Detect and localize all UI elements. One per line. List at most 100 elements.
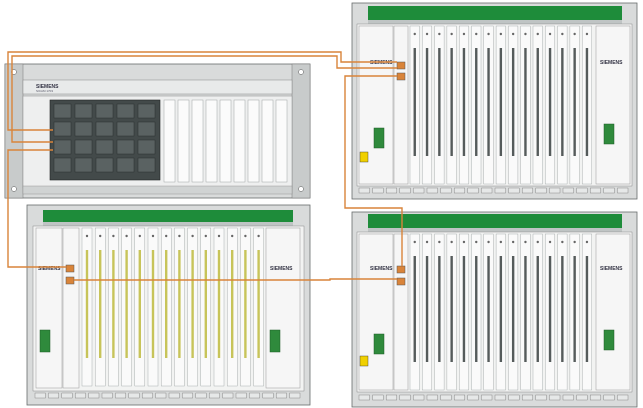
empty-slot [163,99,176,183]
rack-foot [576,187,588,194]
bl-brand-right: SIEMENS [270,266,293,272]
rack-foot [508,394,520,401]
empty-slot [191,99,204,183]
rack-foot [522,187,534,194]
rack-foot [440,394,452,401]
rack-foot [467,394,479,401]
io-card-led [191,234,194,238]
br-port-2 [396,277,406,286]
io-card-connector [536,256,539,362]
io-card-connector [511,256,515,362]
cpu-cell [137,139,156,155]
io-card-connector [99,250,102,358]
rack-foot [128,392,140,399]
io-card-connector [450,48,453,156]
top-left-bottom-rail [22,185,293,195]
io-card-connector [573,48,576,156]
io-card-connector [178,250,181,358]
rack-foot [426,394,438,401]
io-card-connector [475,48,478,156]
rack-foot [372,394,384,401]
cable-4 [344,75,403,266]
io-card-led [450,240,453,244]
cpu-cell [74,103,93,119]
io-card-led [231,234,234,238]
cpu-cell [53,121,72,137]
io-card-led [487,32,490,36]
bottom-left-backplane [43,210,293,222]
rack-foot [590,187,602,194]
io-card-led [125,234,128,238]
port-2 [65,276,75,285]
io-card-connector [413,48,416,156]
io-card-led [548,32,552,36]
io-card-connector [125,250,128,358]
io-card-connector [425,256,429,362]
io-card-led [85,234,89,238]
cables [7,51,403,281]
io-card-led [499,240,503,244]
io-card-led [425,240,429,244]
cpu-cell [53,103,72,119]
power-module-right [265,227,301,389]
br-terminal-block-right [603,329,615,351]
top-right-backplane [368,6,622,20]
io-card-connector [548,48,552,156]
br-power-module-left [358,233,394,391]
rack-foot [115,392,127,399]
rack-foot [576,394,588,401]
io-card-connector [585,48,589,156]
io-card-connector [165,250,168,358]
io-card-connector [231,250,234,358]
br-brand-left: SIEMENS [370,266,393,272]
cpu-cell [74,139,93,155]
rack-foot [535,187,547,194]
tr-terminal-block [373,127,385,149]
rack-foot [494,394,506,401]
io-card-connector [499,48,503,156]
io-card-led [257,234,260,238]
io-card-led [99,234,102,238]
rack-foot [222,392,234,399]
empty-slot [275,99,288,183]
io-card-connector [487,48,490,156]
rack-foot [399,394,411,401]
rack-foot [289,392,301,399]
cpu-cell [116,121,135,137]
io-card-led [511,240,515,244]
cpu-cell [95,103,114,119]
io-card-connector [151,250,155,358]
rack-foot [562,394,574,401]
rack-foot [208,392,220,399]
rack-foot [617,187,629,194]
rack-foot [386,187,398,194]
io-card-connector [475,256,478,362]
br-brand-right: SIEMENS [600,266,623,272]
cpu-cell [137,157,156,173]
rack-foot [440,187,452,194]
power-module-left [35,227,63,389]
top-right-rack: SIEMENS SIEMENS [351,2,638,200]
tr-brand-right: SIEMENS [600,60,623,66]
tr-power-module-right [595,25,631,185]
top-left-rack: SIEMENS SICAM 1703 [4,63,311,199]
io-card-led [585,32,589,36]
empty-slot [233,99,246,183]
rack-feet [358,394,629,401]
rack-foot [74,392,86,399]
io-card-connector [462,256,466,362]
io-card-led [524,32,527,36]
io-card-led [438,240,441,244]
io-card-connector [524,256,527,362]
rack-foot [590,394,602,401]
cpu-cell [116,103,135,119]
io-cards [81,227,264,387]
io-card-connector [487,256,490,362]
rack-foot [603,394,615,401]
io-card-connector [450,256,453,362]
rack-foot [48,392,60,399]
rack-foot [617,394,629,401]
rack-foot [249,392,260,399]
rack-foot [467,187,479,194]
